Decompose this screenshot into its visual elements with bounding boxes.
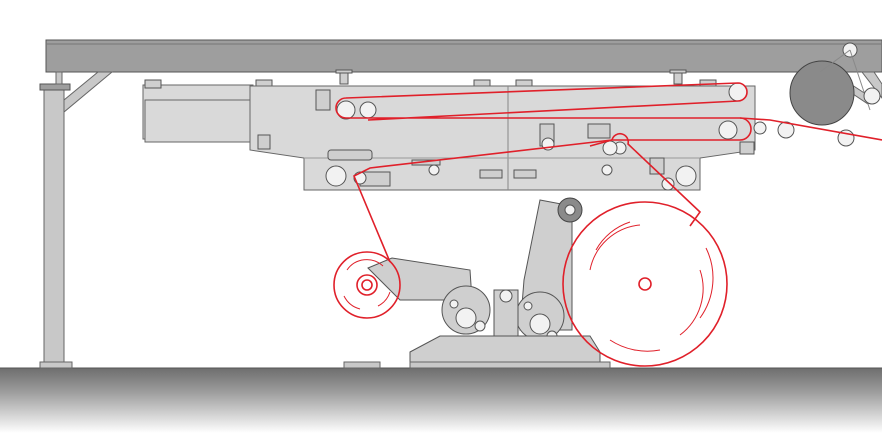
overhead-beam [45, 39, 882, 73]
dark-drum [777, 42, 881, 147]
winder-arm-left [367, 257, 491, 335]
floor [0, 368, 882, 433]
rewind-roll [562, 201, 728, 367]
machine-housing [142, 79, 756, 191]
winder-arm-right [515, 197, 583, 342]
web-path [335, 82, 882, 263]
unwind-roll [333, 251, 401, 319]
support-column [39, 71, 114, 369]
housing-hangers [335, 69, 687, 85]
